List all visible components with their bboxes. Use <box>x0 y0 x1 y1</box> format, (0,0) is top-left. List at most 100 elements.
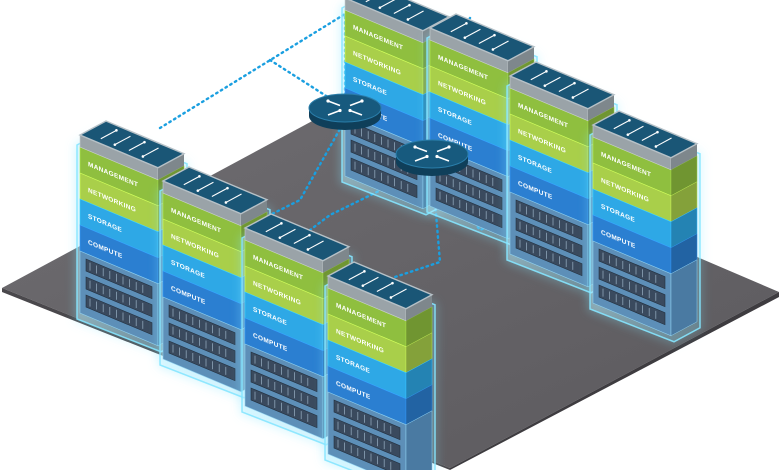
switch-arrow <box>613 119 630 130</box>
server-chassis <box>515 199 583 241</box>
switch-side <box>158 153 184 180</box>
router-arrow <box>327 109 341 116</box>
switch-arrow <box>114 135 131 146</box>
server-chassis <box>435 169 503 211</box>
switch-arrow <box>558 82 575 93</box>
switch-arrow-head <box>113 143 117 146</box>
switch-arrow <box>379 0 396 9</box>
router-arrow-head <box>326 99 330 103</box>
router-arrow <box>436 146 450 153</box>
switch-arrow-head <box>463 36 467 39</box>
switch-arrow <box>365 0 371 3</box>
switch-arrow-head <box>198 175 201 178</box>
switch-arrow <box>100 129 117 140</box>
switch-arrow <box>530 70 547 81</box>
switch-arrow <box>544 76 561 87</box>
switch-arrow <box>279 228 296 239</box>
switch-side <box>406 294 432 321</box>
server-chassis <box>333 417 401 459</box>
server-chassis <box>85 276 153 318</box>
rack-hardware-side <box>405 410 433 470</box>
router-arrow-head <box>447 145 451 149</box>
switch-arrow-head <box>391 281 394 285</box>
router-arrow-head <box>348 108 352 113</box>
switch-arrow-head <box>628 119 631 122</box>
switch-arrow-head <box>226 186 229 190</box>
network-switch-icon <box>326 261 434 310</box>
switch-arrow-head <box>280 222 283 225</box>
router-top <box>308 93 382 123</box>
switch-arrow <box>348 270 365 281</box>
network-switch-icon <box>243 213 351 262</box>
router-arrow <box>327 100 341 107</box>
switch-arrow-head <box>143 140 146 144</box>
switch-arrow-head <box>278 236 282 239</box>
switch-arrow <box>655 137 672 147</box>
switch-side <box>671 143 697 170</box>
server-chassis <box>168 304 236 346</box>
switch-arrow-head <box>573 81 576 85</box>
server-chassis <box>250 387 318 429</box>
switch-arrow <box>211 187 228 198</box>
server-chassis <box>333 435 401 470</box>
switch-arrow-head <box>626 133 630 136</box>
switch-arrow <box>572 88 589 98</box>
switch-arrow <box>390 288 407 298</box>
switch-arrow <box>183 175 200 186</box>
server-chassis <box>598 248 666 290</box>
router-icon <box>308 93 382 130</box>
switch-arrow-head <box>363 270 366 273</box>
switch-arrow-head <box>656 130 659 134</box>
switch-arrow-head <box>361 284 365 287</box>
switch-arrow <box>627 125 644 136</box>
switch-arrow-head <box>571 96 575 99</box>
network-switch-icon <box>508 61 616 110</box>
switch-arrow <box>464 28 481 39</box>
network-switch-icon <box>161 166 269 215</box>
switch-arrow-head <box>491 48 495 51</box>
switch-arrow <box>376 282 393 293</box>
router-arrow <box>414 155 428 162</box>
switch-side <box>508 46 534 73</box>
server-chassis <box>85 258 153 300</box>
network-switch-icon <box>347 0 451 32</box>
floor-edge-right <box>450 292 779 470</box>
switch-arrow-head <box>543 84 547 87</box>
switch-arrow-head <box>465 22 468 25</box>
switch-arrow-head <box>493 33 496 37</box>
server-chassis <box>350 157 418 199</box>
server-chassis <box>350 139 418 181</box>
server-chassis <box>168 340 236 382</box>
switch-arrow-head <box>378 6 382 9</box>
switch-arrow <box>225 193 242 203</box>
switch-arrow-head <box>141 155 145 158</box>
server-chassis <box>85 294 153 336</box>
switch-arrow <box>293 234 310 245</box>
router-arrow <box>349 109 363 116</box>
switch-arrow <box>450 22 467 33</box>
switch-side <box>588 94 614 121</box>
server-chassis <box>435 187 503 229</box>
switch-arrow-head <box>306 248 310 251</box>
switch-arrow-head <box>308 233 311 237</box>
server-chassis <box>515 217 583 259</box>
network-switch-icon <box>78 120 186 169</box>
switch-arrow <box>265 222 282 233</box>
server-chassis <box>250 369 318 411</box>
switch-arrow <box>142 147 159 157</box>
server-chassis <box>598 284 666 326</box>
network-switch-icon <box>591 110 699 159</box>
switch-side <box>241 199 267 226</box>
router-arrow-head <box>360 99 364 103</box>
router-arrow-head <box>338 108 342 113</box>
switch-arrow <box>407 10 424 20</box>
switch-side <box>323 246 349 273</box>
router-top <box>395 139 469 169</box>
switch-arrow-head <box>224 201 228 204</box>
server-chassis <box>598 266 666 308</box>
router-group <box>308 93 469 176</box>
